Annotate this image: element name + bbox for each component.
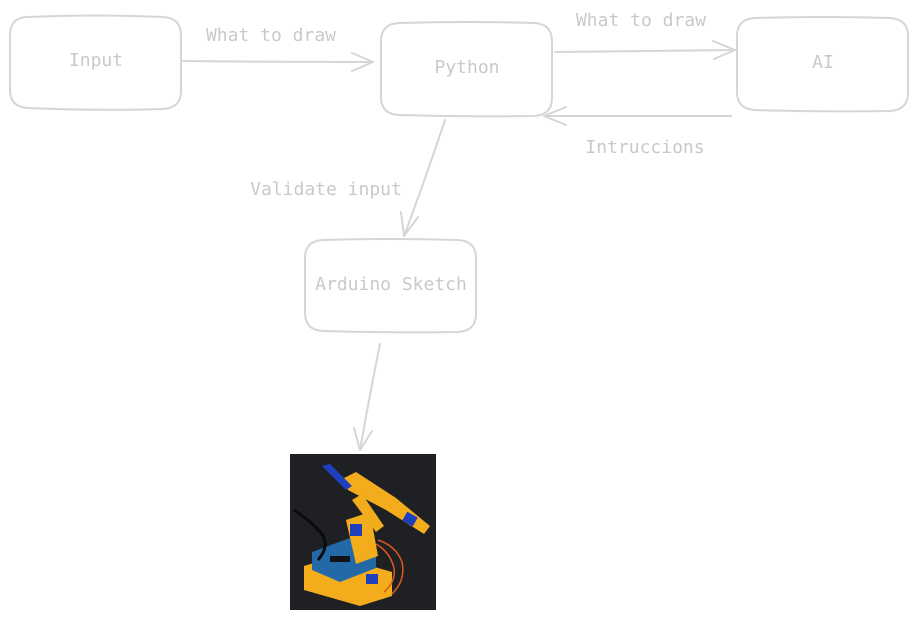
arrowhead-input-to-python <box>351 52 374 72</box>
usb-cable <box>293 508 327 561</box>
servo-base <box>366 574 378 584</box>
edge-ai-to-python-label: Intruccions <box>585 137 704 158</box>
edge-input-to-python: What to draw <box>182 25 374 72</box>
node-arduino-sketch[interactable]: Arduino Sketch <box>304 238 477 334</box>
servo-top <box>402 511 418 527</box>
arrow-python-to-arduino <box>403 119 446 237</box>
node-arduino-sketch-box <box>304 238 477 334</box>
servo-middle <box>350 524 362 536</box>
arrowhead-python-to-arduino <box>400 211 419 237</box>
arrowhead-ai-to-python <box>543 106 567 126</box>
arrow-arduino-to-robot <box>359 343 381 451</box>
servo-wires-2 <box>375 543 396 593</box>
node-ai[interactable]: AI <box>736 16 909 113</box>
node-input[interactable]: Input <box>9 14 182 111</box>
edge-python-to-arduino-label: Validate input <box>250 179 402 200</box>
edge-python-to-ai-label: What to draw <box>576 10 706 31</box>
arduino-chip <box>330 556 350 562</box>
robot-arm-photo <box>290 454 436 610</box>
node-ai-box <box>736 16 909 113</box>
servo-wires <box>377 539 404 595</box>
arrowhead-arduino-to-robot <box>353 427 373 451</box>
arrow-input-to-python <box>182 60 374 63</box>
node-arduino-sketch-label: Arduino Sketch <box>315 274 467 295</box>
robot-arm-lower <box>352 494 384 532</box>
edge-ai-to-python: Intruccions <box>543 106 732 158</box>
node-python-label: Python <box>434 57 499 78</box>
node-input-box <box>9 14 182 111</box>
node-input-label: Input <box>69 50 123 71</box>
node-python[interactable]: Python <box>380 21 553 118</box>
pen <box>322 464 352 490</box>
arrow-python-to-ai <box>554 49 736 53</box>
edge-python-to-arduino: Validate input <box>250 119 446 237</box>
arrowhead-python-to-ai <box>712 40 736 60</box>
edge-input-to-python-label: What to draw <box>206 25 336 46</box>
node-ai-label: AI <box>812 52 834 73</box>
node-python-box <box>380 21 553 118</box>
edge-python-to-ai: What to draw <box>554 10 736 60</box>
edge-arduino-to-robot <box>353 343 381 451</box>
